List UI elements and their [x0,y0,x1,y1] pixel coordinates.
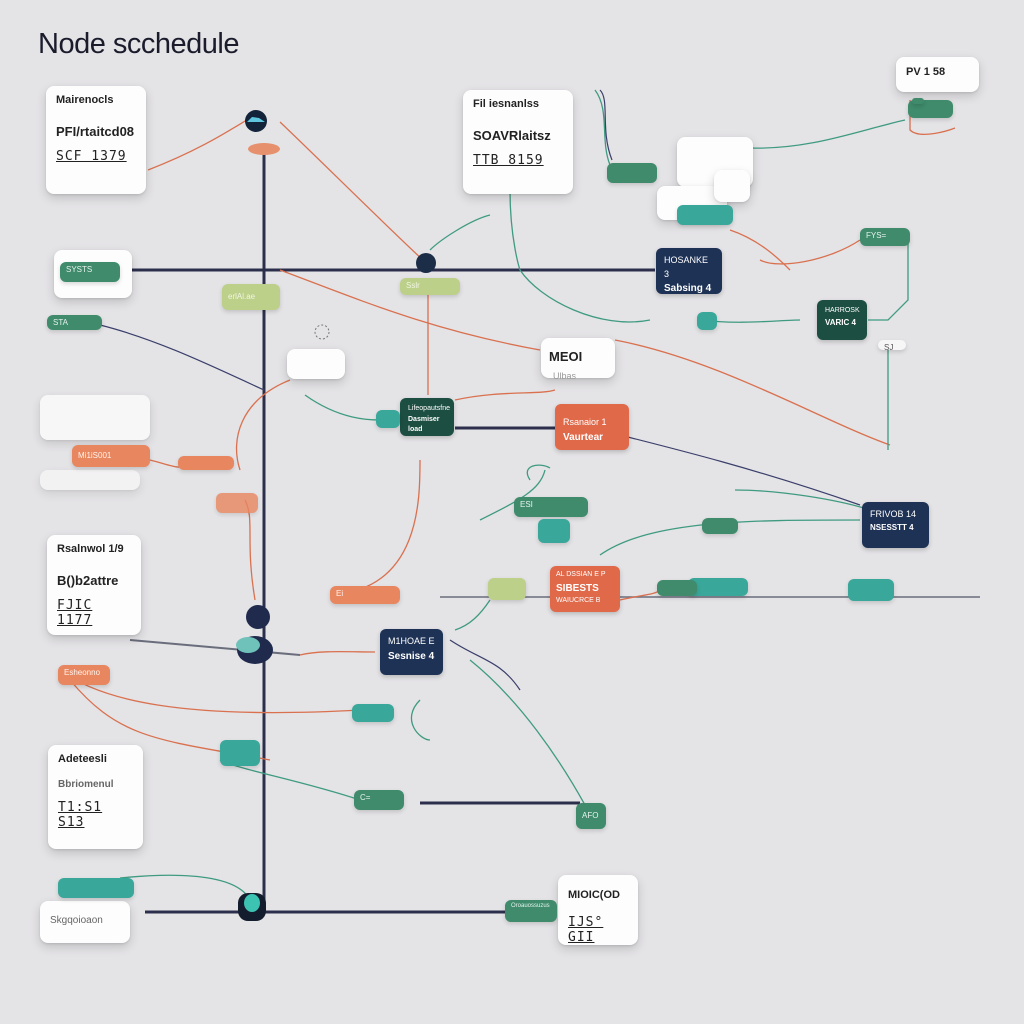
card-code: T1:S1 S13 [58,800,103,830]
card-label: Fil iesnanlss [473,98,540,110]
box-value: NSESSTT 4 [870,522,914,532]
pill-teal-2[interactable] [697,312,717,330]
pill-green-7[interactable] [657,580,697,596]
pill-teal-5[interactable] [538,519,570,543]
hub-top-base [248,143,280,155]
pill-orange-5[interactable]: Esheonno [58,665,110,685]
card-label: PV 1 58 [906,66,946,78]
hub-junction [416,253,436,273]
bus-lines [129,150,980,914]
box-value: Sabsing 4 [664,283,712,294]
pill-teal-top[interactable] [677,205,733,225]
box-label: FRIVOB 14 [870,509,917,519]
hub-mid-2-accent [236,637,260,653]
box-sub: WAIUCRCE B [556,596,601,604]
box-navy-top[interactable]: HOSANKE 3 Sabsing 4 [656,248,722,294]
card-label: Mairenocls [56,94,114,106]
card-code: FJIC 1177 [57,598,93,628]
box-label: HOSANKE 3 [664,255,709,279]
pill-orange-2[interactable] [178,456,234,470]
pill-teal-small[interactable] [912,98,924,104]
pill-green-lower-2[interactable] [702,518,738,534]
box-green-center[interactable]: Lifeopautsfne Dasmiser load [400,398,454,436]
card-stack-left[interactable] [40,395,150,440]
box-value: Sesnise 4 [388,650,435,662]
card-bottom-left[interactable]: Adeteesli Bbriomenul T1:S1 S13 [48,745,143,849]
card-label: Adeteesli [58,753,107,765]
box-coral-center[interactable]: Rsanaior 1 Vaurtear [555,404,629,450]
card-bottom-left-2[interactable]: Skgqoioaon [40,901,130,943]
card-label: Skgqoioaon [50,915,103,926]
card-name: B()b2attre [57,573,119,588]
pill-green-top[interactable] [607,163,657,183]
pill-teal-3[interactable] [220,740,260,766]
card-small-white[interactable] [287,349,345,379]
box-label: M1HOAE E [388,636,435,646]
pill-teal-bottom[interactable] [58,878,134,898]
pill-left-1[interactable]: SYSTS [60,262,120,282]
box-label: Rsanaior 1 [563,417,607,427]
card-name: SOAVRlaitsz [473,128,551,143]
hub-mid [246,605,270,629]
card-label: MEOI [549,349,583,364]
pill-orange-3[interactable] [216,493,258,513]
card-stack-left-2[interactable] [40,470,140,490]
page-title: Node scchedule [38,28,239,60]
box-value: VARIC 4 [825,317,856,327]
pill-green-top-right[interactable] [908,100,953,118]
card-mid-left[interactable]: Rsalnwol 1/9 B()b2attre FJIC 1177 [47,535,141,635]
card-top-right-stack-3[interactable] [714,170,750,202]
pill-white-1[interactable]: SJ_ [878,340,906,350]
pill-center-1[interactable]: Sslr [400,278,460,295]
card-code: SCF 1379 [56,149,127,164]
box-coral-lower[interactable]: AL DSSIAN E P SIBESTS WAIUCRCE B [550,566,620,612]
box-label: Lifeopautsfne [408,405,451,412]
box-value: SIBESTS [556,582,599,594]
hub-top-wave [247,117,265,122]
box-value: Vaurtear [563,431,604,443]
card-bottom-center[interactable]: MIOIC(OD IJS° GII [558,875,638,945]
pill-green-afo[interactable]: AFO [576,803,606,829]
pill-green-bottom[interactable]: C= [354,790,404,810]
pill-lightgreen-1[interactable]: erlAl.ae [222,284,280,310]
box-value: Dasmiser load [408,415,440,434]
box-green-right[interactable]: HARROSK VARIC 4 [817,300,867,340]
card-label: Rsalnwol 1/9 [57,543,124,555]
pill-teal-1[interactable] [376,410,400,428]
card-center[interactable]: MEOI Ulbas [541,338,615,381]
pill-green-bottom-2[interactable]: Oroauossuzus [505,900,557,922]
hub-dashed [314,324,330,340]
card-label: MIOIC(OD [568,889,620,901]
pill-green-right[interactable]: FYS= [860,228,910,246]
pill-teal-6[interactable] [688,578,748,596]
box-label: HARROSK [825,307,860,314]
pill-teal-lower[interactable] [848,579,894,601]
card-top-left[interactable]: Mairenocls PFI/rtaitcd08 SCF 1379 [46,86,146,194]
card-name: PFI/rtaitcd08 [56,124,135,139]
hub-bottom-accent [244,894,260,912]
pill-left-2[interactable]: STA [47,315,102,330]
card-code: TTB 8159 [473,153,544,168]
card-code: IJS° GII [568,915,604,945]
navy-wires [99,89,861,691]
pill-green-lower[interactable]: ESI [514,497,588,517]
pill-teal-4[interactable] [352,704,394,722]
card-top-right[interactable]: PV 1 58 [896,57,979,92]
box-label: AL DSSIAN E P [556,571,606,578]
box-navy-lower[interactable]: M1HOAE E Sesnise 4 [380,629,443,675]
card-sub: Ulbas [553,371,577,381]
card-top-center[interactable]: Fil iesnanlss SOAVRlaitsz TTB 8159 [463,90,573,194]
hubs [236,110,436,921]
pill-lightgreen-2[interactable] [488,578,526,600]
pill-orange-1[interactable]: Mi1iS001 [72,445,150,467]
pill-orange-4[interactable]: Ei [330,586,400,604]
card-name: Bbriomenul [58,779,114,790]
box-navy-right[interactable]: FRIVOB 14 NSESSTT 4 [862,502,929,548]
orange-wires [59,100,956,761]
slant-line [129,639,301,656]
